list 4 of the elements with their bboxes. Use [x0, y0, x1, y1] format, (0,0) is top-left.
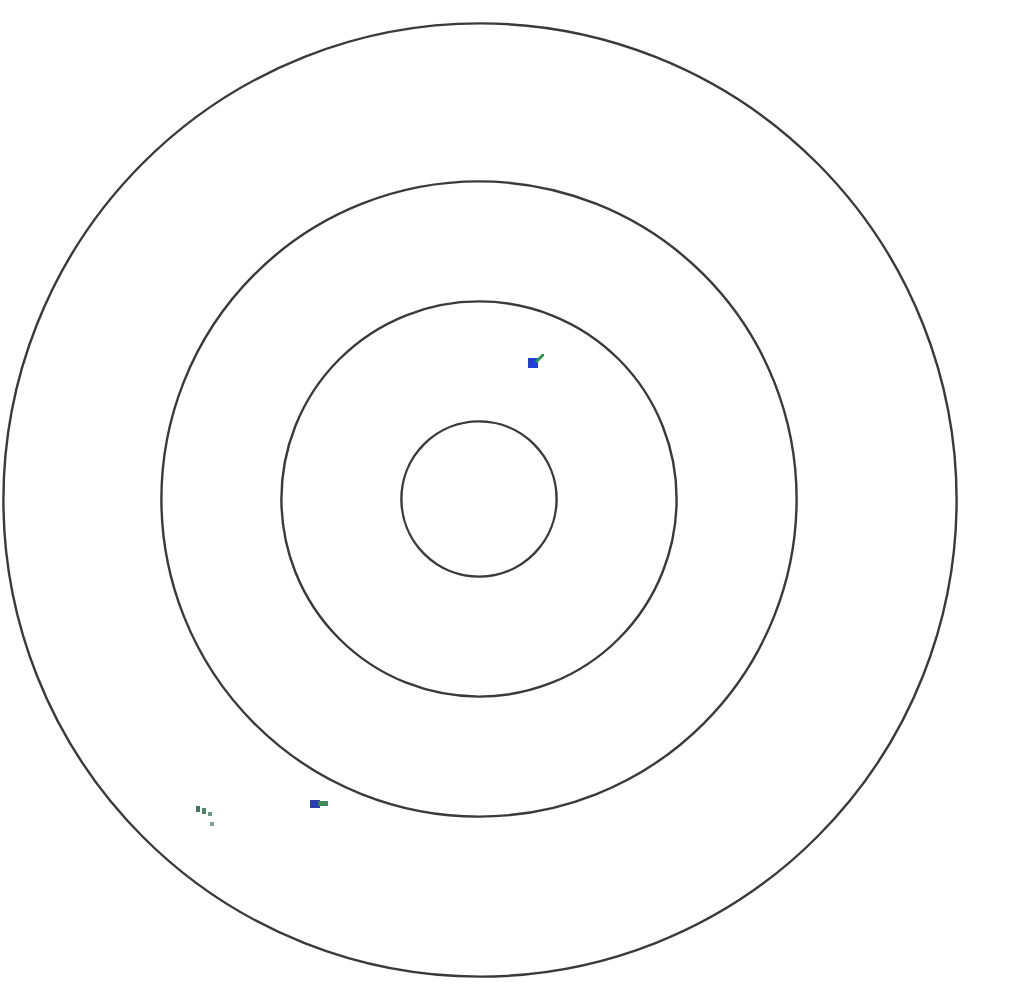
- inner-ring: [400, 420, 558, 578]
- outer-ring: [2, 22, 958, 978]
- third-ring: [280, 300, 678, 698]
- second-ring: [160, 180, 798, 818]
